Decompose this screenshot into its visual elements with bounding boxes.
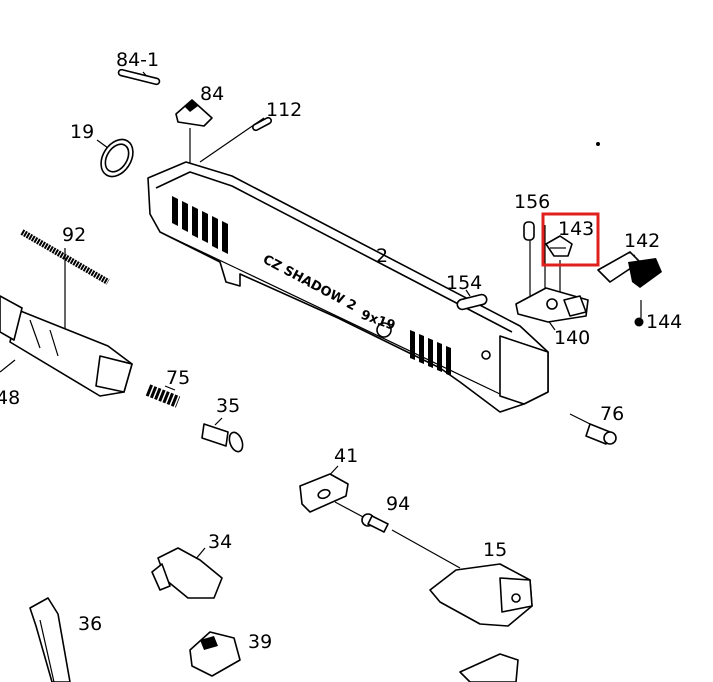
part-143-block: [545, 235, 573, 257]
label-41: 41: [334, 445, 358, 467]
label-36: 36: [78, 613, 102, 635]
highlight-box-143: [541, 212, 600, 267]
label-39: 39: [248, 631, 272, 653]
label-76: 76: [600, 403, 624, 425]
part-34-hammer: [151, 547, 223, 599]
part-92-spring: [20, 229, 110, 285]
part-75-spring: [145, 384, 181, 408]
label-84-1: 84-1: [116, 49, 159, 71]
part-labels: 84-1 84 112 19 92 2 156 143 142 154 144 …: [0, 49, 682, 653]
part-15-block: [429, 563, 533, 627]
label-84: 84: [200, 83, 224, 105]
part-154-pad: [456, 293, 488, 311]
label-92: 92: [62, 224, 86, 246]
label-156: 156: [514, 191, 550, 213]
part-2-slide: CZ SHADOW 2 9x19: [147, 161, 549, 413]
part-84-rear-sight: [175, 99, 213, 127]
label-75: 75: [166, 367, 190, 389]
label-154: 154: [446, 272, 482, 294]
label-112: 112: [266, 99, 302, 121]
label-143: 143: [558, 218, 594, 240]
label-48: 48: [0, 387, 20, 409]
part-36-rail: [29, 597, 71, 682]
label-19: 19: [70, 121, 94, 143]
part-19-ring: [100, 138, 134, 178]
part-35-pin: [201, 423, 244, 453]
part-bottom-right-partial: [459, 653, 519, 682]
part-112-pin: [252, 116, 272, 132]
part-41-plate: [299, 473, 349, 513]
part-140-sight-base: [515, 287, 589, 323]
part-76-screw: [585, 423, 617, 445]
part-84-1-pin: [117, 68, 161, 86]
part-48-guide-rod: [0, 295, 133, 397]
label-34: 34: [208, 531, 232, 553]
label-35: 35: [216, 395, 240, 417]
label-142: 142: [624, 230, 660, 252]
label-94: 94: [386, 493, 410, 515]
part-144-ball: [634, 317, 644, 327]
part-142-extractor: [597, 251, 662, 288]
part-156-pin: [523, 221, 535, 241]
label-144: 144: [646, 311, 682, 333]
part-39-block: [189, 631, 241, 677]
part-94-screw: [361, 513, 389, 533]
label-140: 140: [554, 327, 590, 349]
label-2: 2: [376, 245, 388, 267]
label-15: 15: [483, 539, 507, 561]
stray-dot: [596, 142, 600, 146]
